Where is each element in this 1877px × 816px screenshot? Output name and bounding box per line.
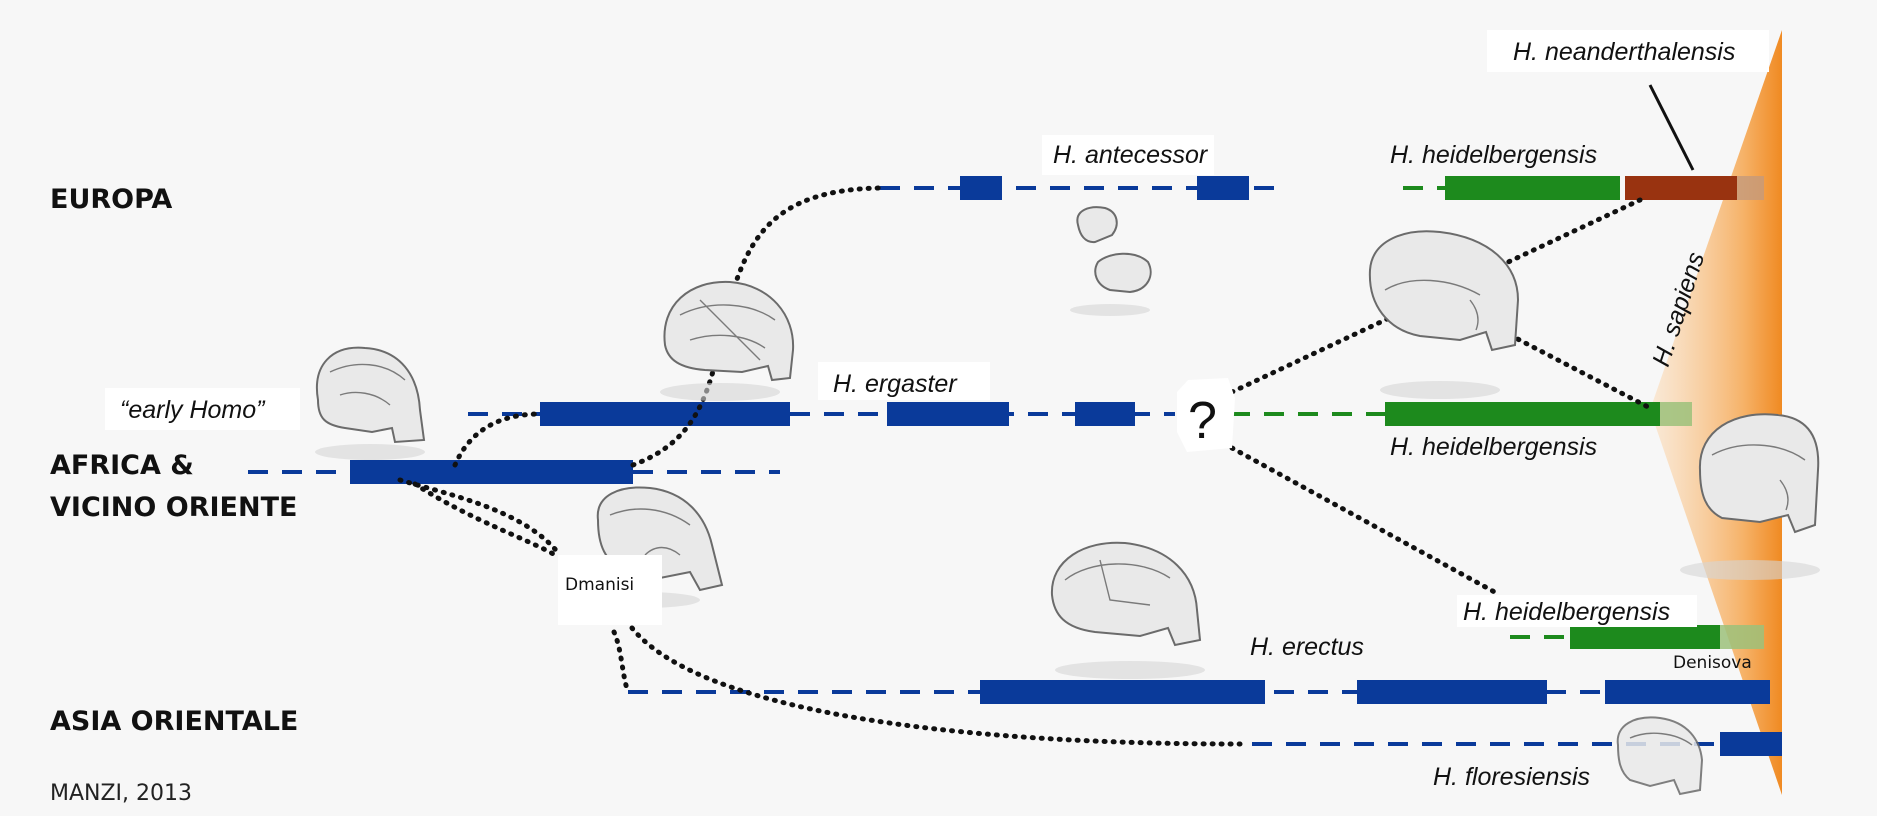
heidelbergensis-africa-label: H. heidelbergensis (1390, 433, 1597, 461)
heidelbergensis-africa-bar (1385, 402, 1660, 426)
early-homo-label: “early Homo” (120, 396, 266, 424)
link-habilis-to-early-homo (452, 411, 543, 468)
antecessor-label-box (1042, 135, 1214, 175)
antecessor-label: H. antecessor (1053, 141, 1209, 169)
heidelbergensis-africa-bar-fade (1660, 402, 1692, 426)
link-skull-to-sapiens (1507, 332, 1653, 411)
dmanisi-label: Dmanisi (565, 575, 634, 595)
link-dmanisi-to-erectus (611, 629, 631, 695)
region-asia-label: ASIA ORIENTALE (50, 706, 298, 737)
floresiensis-bar (1720, 732, 1782, 756)
erectus-skull-icon (1050, 541, 1205, 679)
early-homo-skull-icon (315, 346, 426, 460)
neanderthal-label-box (1487, 30, 1769, 72)
link-habilis-to-dmanisi-1 (397, 477, 563, 558)
heidelbergensis-europe-label: H. heidelbergensis (1390, 141, 1597, 169)
antecessor-fragment-icon (1070, 206, 1152, 316)
region-africa-label-line1: AFRICA & (50, 450, 194, 481)
erectus-bar-3 (1605, 680, 1770, 704)
dmanisi-label-box (558, 555, 662, 625)
neanderthalensis-label: H. neanderthalensis (1513, 38, 1735, 66)
neanderthal-bar (1625, 176, 1737, 200)
habilis-bar (350, 460, 633, 484)
ergaster-label-box (818, 362, 990, 400)
early-homo-label-open: “early (120, 396, 189, 424)
link-habilis-to-dmanisi-2 (412, 481, 558, 558)
erectus-bar-1 (980, 680, 1265, 704)
heidelbergensis-skull-icon (1368, 230, 1520, 399)
early-homo-bar (540, 402, 790, 426)
floresiensis-label: H. floresiensis (1433, 763, 1590, 791)
heidelbergensis-asia-label: H. heidelbergensis (1463, 598, 1670, 626)
antecessor-bar-2 (1197, 176, 1249, 200)
ergaster-skull-icon (660, 280, 795, 401)
early-homo-label-box (105, 388, 300, 430)
heidelbergensis-asia-label-box (1457, 595, 1697, 627)
region-africa-label-line2: VICINO ORIENTE (50, 492, 297, 523)
ergaster-label: H. ergaster (833, 370, 958, 398)
link-dmanisi-to-floresiensis (629, 625, 1243, 747)
floresiensis-skull-icon (1616, 716, 1704, 796)
early-homo-label-close: ” (256, 396, 266, 424)
denisova-label: Denisova (1673, 653, 1752, 673)
neanderthal-bar-fade (1737, 176, 1764, 200)
early-homo-label-genus: Homo (189, 396, 256, 424)
link-question-to-asia (1229, 445, 1503, 598)
erectus-bar-2 (1357, 680, 1547, 704)
heidelbergensis-asia-bar-fade (1720, 625, 1764, 649)
question-mark-box (1177, 378, 1235, 452)
ergaster-bar-1 (887, 402, 1009, 426)
sapiens-wedge (1650, 30, 1782, 795)
heidelbergensis-asia-bar (1570, 625, 1720, 649)
question-mark: ? (1188, 392, 1217, 450)
region-europe-label: EUROPA (50, 184, 172, 215)
erectus-label: H. erectus (1250, 633, 1364, 661)
heidelbergensis-europe-bar (1445, 176, 1620, 200)
credit-label: MANZI, 2013 (50, 781, 192, 806)
ergaster-bar-2 (1075, 402, 1135, 426)
antecessor-bar-1 (960, 176, 1002, 200)
neanderthal-pointer-line (1648, 84, 1695, 171)
sapiens-skull-icon (1680, 413, 1820, 580)
